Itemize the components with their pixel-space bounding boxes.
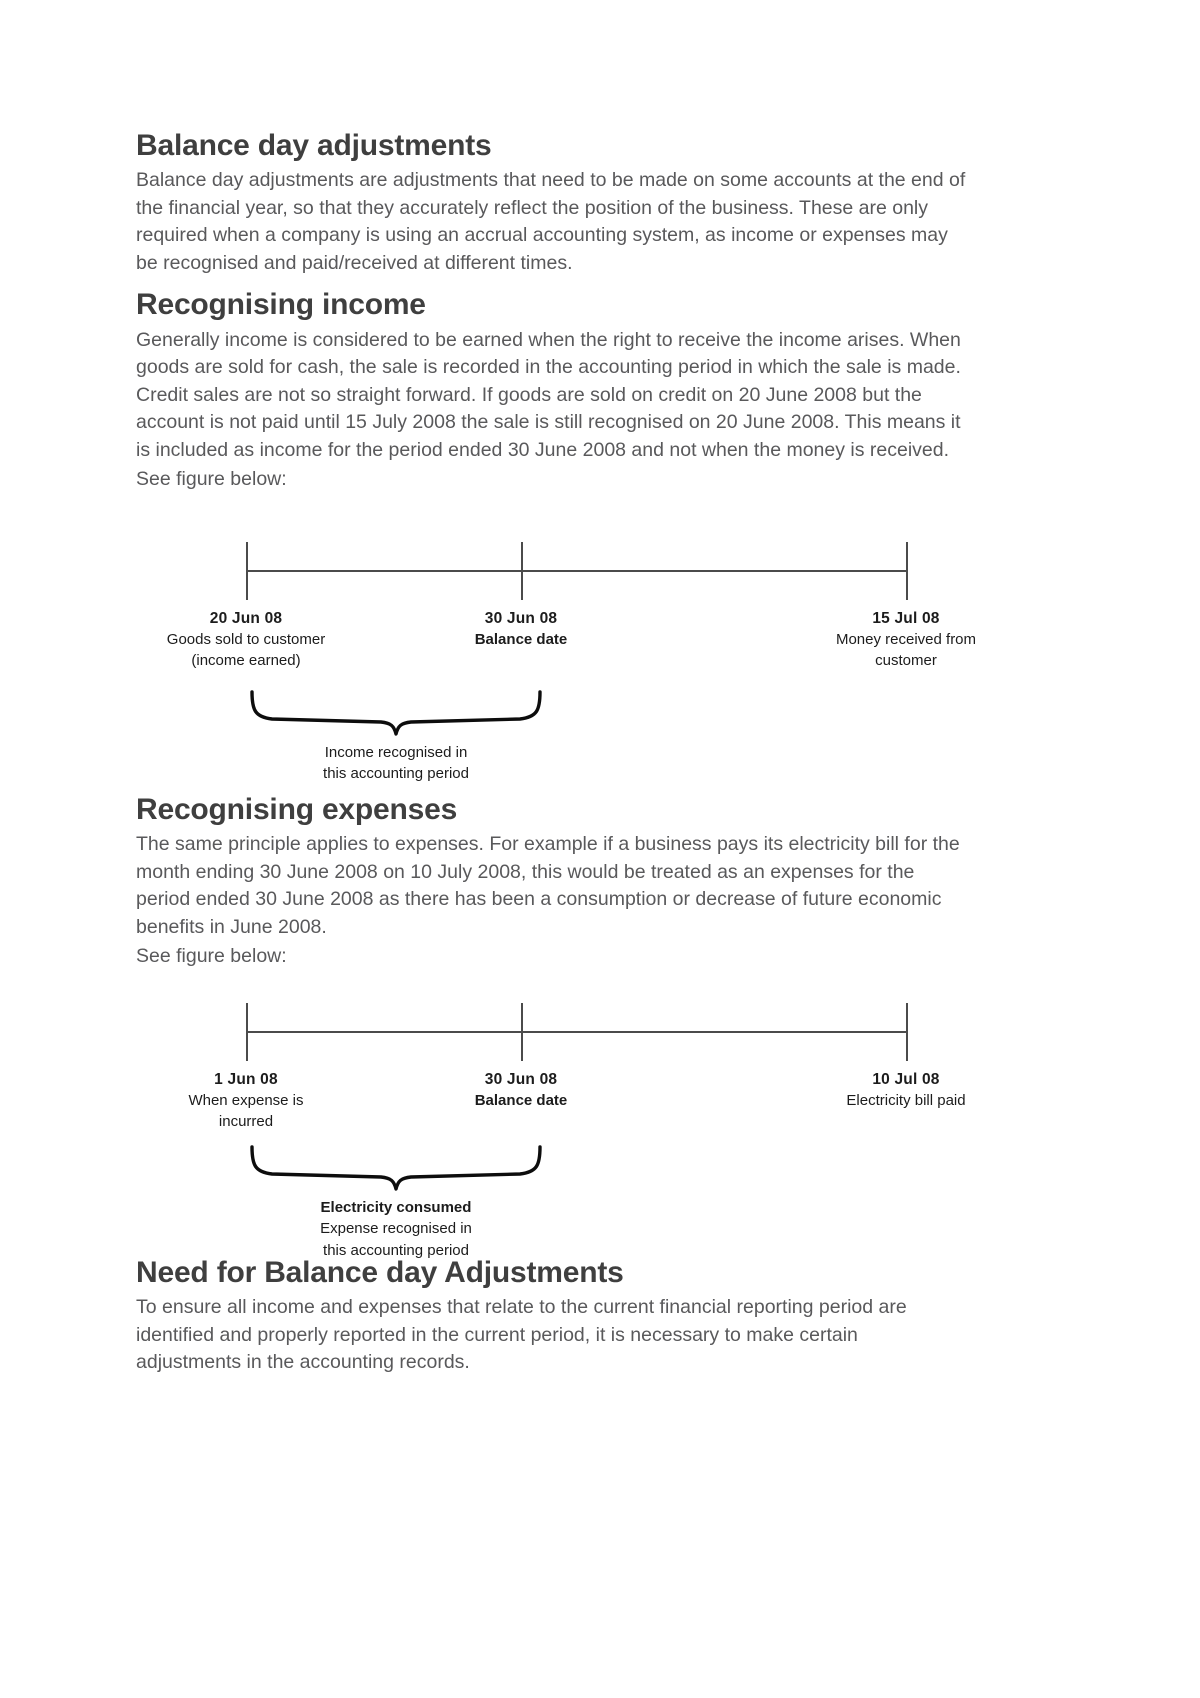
- figure-intro-income: See figure below:: [136, 468, 287, 491]
- curly-brace-icon: [250, 1144, 542, 1191]
- page-title: Balance day adjustments: [136, 129, 492, 162]
- milestone-caption-line1: When expense is: [188, 1091, 304, 1109]
- timeline-tick-3: [906, 1002, 908, 1061]
- milestone-caption-line2: customer: [875, 651, 937, 669]
- section-body-need-for-adjustments: To ensure all income and expenses that r…: [136, 1296, 907, 1374]
- brace-caption-expenses: Electricity consumed Expense recognised …: [246, 1197, 546, 1262]
- section-body-recognising-expenses: The same principle applies to expenses. …: [136, 833, 960, 938]
- timeline-tick-2: [521, 1002, 523, 1061]
- milestone-date: 30 Jun 08: [484, 1070, 558, 1088]
- milestone-date: 10 Jul 08: [872, 1070, 940, 1088]
- section-body-recognising-income: Generally income is considered to be ear…: [136, 328, 961, 461]
- heading-recognising-income: Recognising income: [136, 288, 426, 322]
- milestone-caption-line1: Electricity bill paid: [846, 1091, 966, 1109]
- period-brace: [246, 690, 546, 741]
- period-brace: [246, 1144, 546, 1196]
- brace-caption-line2: this accounting period: [323, 1241, 469, 1259]
- timeline-milestone-3: 15 Jul 08 Money received from customer: [786, 608, 1026, 671]
- milestone-caption-line1: Goods sold to customer: [166, 630, 326, 648]
- timeline-milestone-3: 10 Jul 08 Electricity bill paid: [786, 1069, 1026, 1111]
- milestone-date: 20 Jun 08: [209, 609, 283, 627]
- milestone-caption-line2: incurred: [218, 1112, 274, 1130]
- brace-caption-income: Income recognised in this accounting per…: [246, 742, 546, 785]
- milestone-caption-line1: Balance date: [474, 630, 568, 648]
- figure-income-recognition-timeline: 20 Jun 08 Goods sold to customer (income…: [136, 520, 976, 785]
- brace-caption-line1: Income recognised in: [324, 743, 468, 761]
- timeline-milestone-1: 20 Jun 08 Goods sold to customer (income…: [126, 608, 366, 671]
- heading-recognising-expenses: Recognising expenses: [136, 792, 458, 826]
- timeline-milestone-2: 30 Jun 08 Balance date: [401, 1069, 641, 1111]
- milestone-date: 30 Jun 08: [484, 609, 558, 627]
- brace-caption-line1: Expense recognised in: [320, 1220, 472, 1238]
- timeline-milestone-1: 1 Jun 08 When expense is incurred: [126, 1069, 366, 1132]
- brace-caption-line2: this accounting period: [323, 765, 469, 783]
- timeline-tick-1: [246, 1002, 248, 1061]
- milestone-date: 15 Jul 08: [872, 609, 940, 627]
- timeline-axis: [246, 569, 908, 572]
- figure-intro-expenses: See figure below:: [136, 945, 287, 968]
- figure-expense-recognition-timeline: 1 Jun 08 When expense is incurred 30 Jun…: [136, 995, 966, 1259]
- timeline-tick-2: [521, 541, 523, 600]
- brace-caption-bold-line: Electricity consumed: [320, 1198, 472, 1216]
- heading-need-for-balance-day-adjustments: Need for Balance day Adjustments: [136, 1255, 624, 1289]
- timeline-tick-1: [246, 541, 248, 600]
- timeline-axis: [246, 1030, 908, 1033]
- document-content: Balance day adjustments Balance day adju…: [136, 128, 976, 1377]
- milestone-date: 1 Jun 08: [214, 1070, 278, 1088]
- curly-brace-icon: [250, 690, 542, 736]
- section-body-balance-day-adjustments: Balance day adjustments are adjustments …: [136, 169, 966, 274]
- timeline-tick-3: [906, 541, 908, 600]
- milestone-caption-line1: Balance date: [474, 1091, 568, 1109]
- milestone-caption-line1: Money received from: [835, 630, 977, 648]
- timeline-milestone-2: 30 Jun 08 Balance date: [401, 608, 641, 650]
- milestone-caption-line2: (income earned): [191, 651, 301, 669]
